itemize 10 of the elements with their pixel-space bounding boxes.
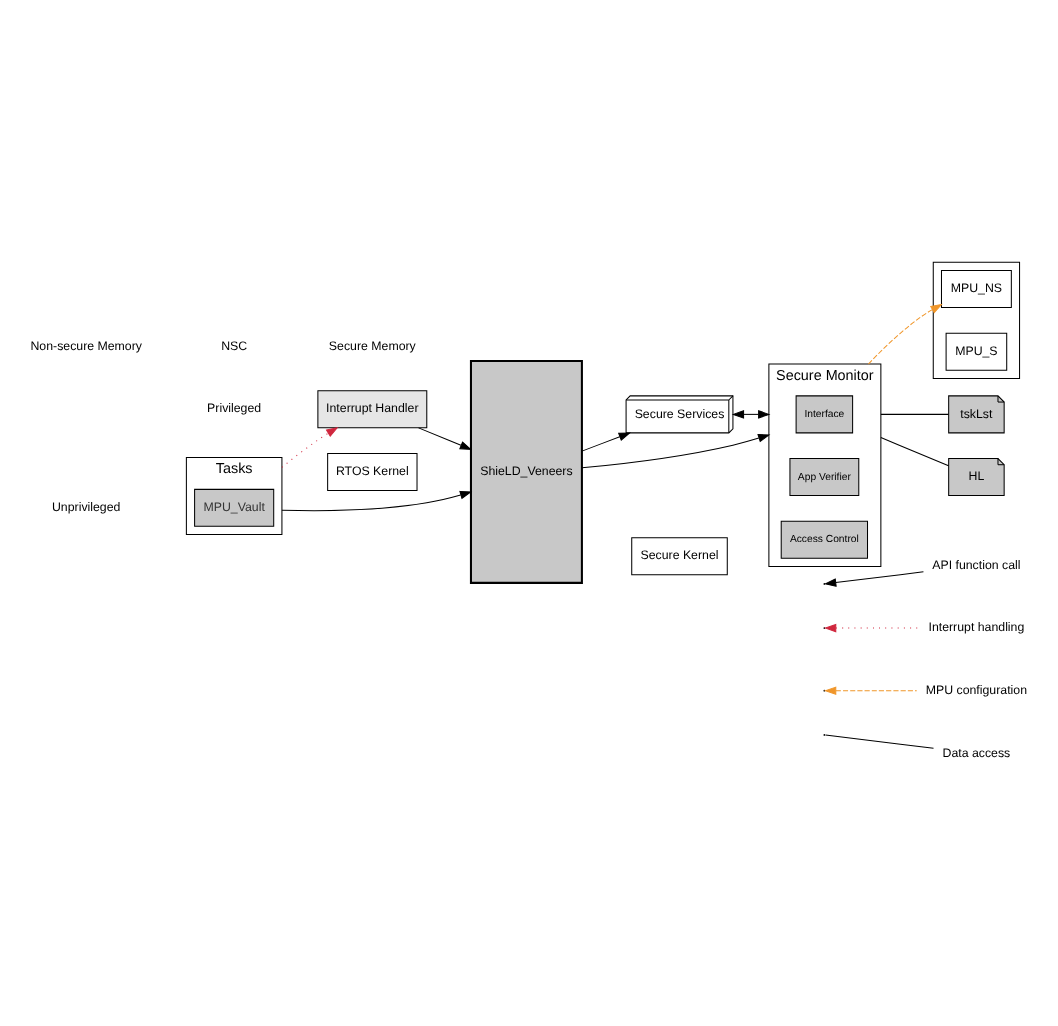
arrow (581, 434, 771, 469)
cluster (932, 261, 1021, 379)
arrow (281, 427, 339, 468)
arrow (731, 410, 771, 419)
connector (880, 413, 950, 415)
arrow (867, 303, 943, 365)
arrow (281, 490, 473, 512)
arrow (581, 432, 631, 452)
connector (880, 437, 950, 467)
arrow (418, 427, 473, 450)
